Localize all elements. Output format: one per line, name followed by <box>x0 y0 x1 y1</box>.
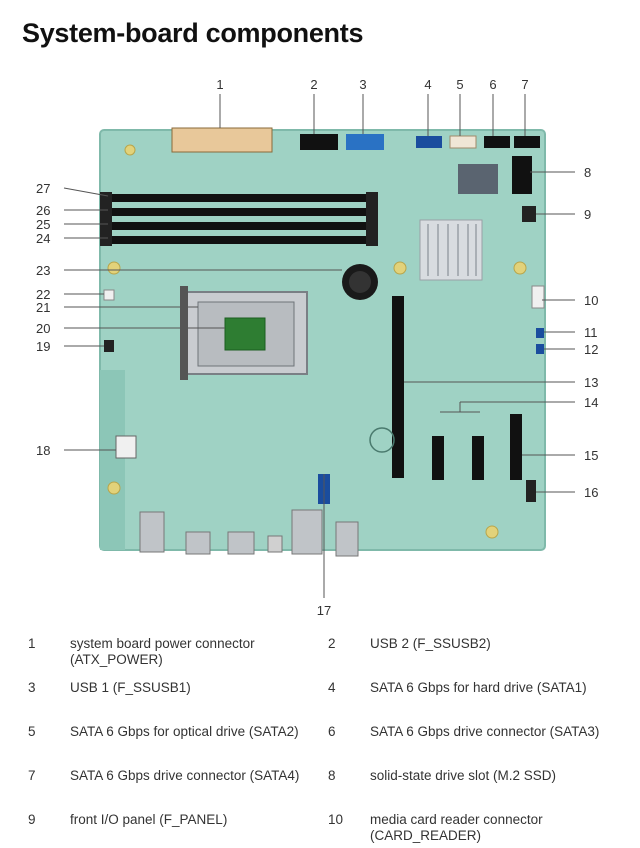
socket-lever <box>180 286 188 380</box>
rear-io-port-3 <box>227 531 255 555</box>
sata3-connector <box>484 136 510 148</box>
fan-header-19 <box>104 340 114 352</box>
jumper-12 <box>536 344 544 354</box>
legend-number: 7 <box>28 768 36 783</box>
legend-number: 3 <box>28 680 36 695</box>
callout-12: 12 <box>584 342 598 357</box>
dimm-slot-2 <box>108 222 370 230</box>
legend-text: SATA 6 Gbps drive connector (SATA3) <box>370 724 600 739</box>
cpu-power-connector <box>115 435 137 459</box>
legend-text: front I/O panel (F_PANEL) <box>70 812 228 827</box>
rear-io-port-2 <box>185 531 211 555</box>
sata4-connector <box>514 136 540 148</box>
front-panel-header <box>522 206 536 222</box>
callout-4: 4 <box>424 77 431 92</box>
callout-18: 18 <box>36 443 50 458</box>
legend-number: 2 <box>328 636 336 651</box>
atx-power-connector <box>171 127 273 153</box>
header-16 <box>526 480 536 502</box>
processor <box>224 317 266 351</box>
rear-io-port-4 <box>267 535 283 553</box>
legend-number: 5 <box>28 724 36 739</box>
callout-15: 15 <box>584 448 598 463</box>
motherboard-figure: 1 2 3 4 5 6 7 8 9 10 11 12 13 14 15 16 1… <box>0 70 640 625</box>
rear-io-port-1 <box>139 511 165 553</box>
dimm-slot-4 <box>108 194 370 202</box>
pcie-x1-slot-2 <box>472 436 484 480</box>
callout-19: 19 <box>36 339 50 354</box>
callout-27: 27 <box>36 181 50 196</box>
pcie-x16-slot <box>392 296 404 478</box>
legend-text: system board power connector (ATX_POWER) <box>70 636 255 667</box>
pcie-x1-slot-1 <box>432 436 444 480</box>
usb2-header <box>300 134 338 150</box>
rear-io-port-5 <box>291 509 323 555</box>
legend-number: 9 <box>28 812 36 827</box>
callout-5: 5 <box>456 77 463 92</box>
legend-text: SATA 6 Gbps drive connector (SATA4) <box>70 768 300 783</box>
dimm-clips-right <box>366 192 378 246</box>
pcie-x4-slot <box>510 414 522 480</box>
callout-17: 17 <box>317 603 331 618</box>
legend-number: 4 <box>328 680 336 695</box>
legend-text: USB 1 (F_SSUSB1) <box>70 680 191 695</box>
legend-text: media card reader connector (CARD_READER… <box>370 812 543 843</box>
callout-7: 7 <box>521 77 528 92</box>
callout-13: 13 <box>584 375 598 390</box>
callout-2: 2 <box>310 77 317 92</box>
board-rear-edge <box>100 370 125 550</box>
legend-number: 10 <box>328 812 344 827</box>
dimm-clips-left <box>100 192 112 246</box>
callout-6: 6 <box>489 77 496 92</box>
callout-20: 20 <box>36 321 50 336</box>
callout-8: 8 <box>584 165 591 180</box>
legend-text: solid-state drive slot (M.2 SSD) <box>370 768 557 783</box>
callout-25: 25 <box>36 217 50 232</box>
legend-text: SATA 6 Gbps for hard drive (SATA1) <box>370 680 587 695</box>
dimm-slot-1 <box>108 236 370 244</box>
m2-ssd-slot <box>512 156 532 194</box>
callout-9: 9 <box>584 207 591 222</box>
legend-number: 8 <box>328 768 336 783</box>
leader-lines <box>63 94 575 598</box>
legend-text: USB 2 (F_SSUSB2) <box>370 636 491 651</box>
jumper-11 <box>536 328 544 338</box>
callout-23: 23 <box>36 263 50 278</box>
motherboard-diagram: 1 2 3 4 5 6 7 8 9 10 11 12 13 14 15 16 1… <box>36 77 598 618</box>
callout-22: 22 <box>36 287 50 302</box>
callout-1: 1 <box>216 77 223 92</box>
dimm-slot-3 <box>108 208 370 216</box>
page-title: System-board components <box>22 18 364 48</box>
callout-21: 21 <box>36 300 50 315</box>
legend-text: SATA 6 Gbps for optical drive (SATA2) <box>70 724 299 739</box>
rear-io-port-6 <box>335 521 359 557</box>
callout-16: 16 <box>584 485 598 500</box>
chipset <box>458 164 498 194</box>
header-22 <box>103 289 115 301</box>
callout-26: 26 <box>36 203 50 218</box>
dell-logo <box>369 427 395 453</box>
legend-number: 6 <box>328 724 336 739</box>
sata1-connector <box>416 136 442 148</box>
sata2-connector <box>449 135 477 149</box>
callout-24: 24 <box>36 231 50 246</box>
card-reader-connector <box>531 285 545 309</box>
usb1-header <box>346 134 384 150</box>
callout-3: 3 <box>359 77 366 92</box>
callout-11: 11 <box>584 325 598 340</box>
chipset-heatsink <box>419 219 483 281</box>
legend-number: 1 <box>28 636 36 651</box>
callout-14: 14 <box>584 395 598 410</box>
callout-10: 10 <box>584 293 598 308</box>
